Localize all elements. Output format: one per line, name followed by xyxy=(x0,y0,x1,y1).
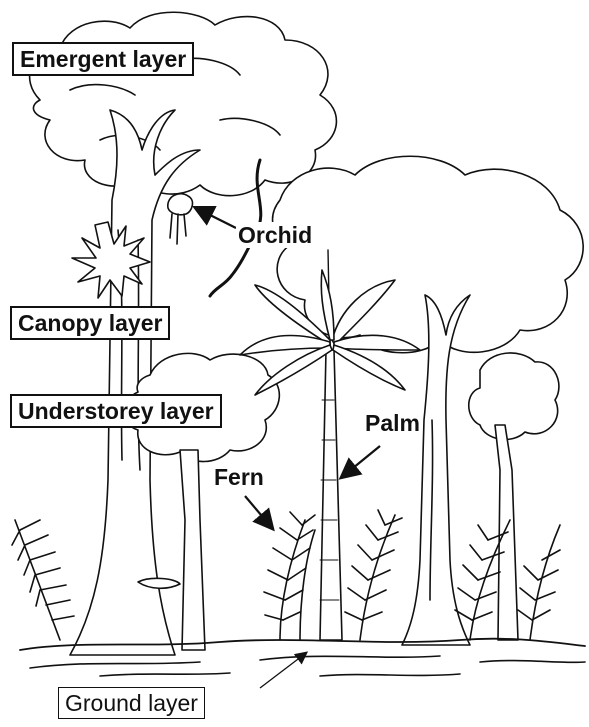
understorey-tree-trunk xyxy=(180,450,205,650)
palm-trunk xyxy=(320,350,342,640)
emergent-tree-crown xyxy=(30,12,337,195)
canopy-layer-label: Canopy layer xyxy=(10,306,170,340)
fern-middle xyxy=(264,512,315,640)
orchid-label: Orchid xyxy=(236,222,314,248)
emergent-layer-label: Emergent layer xyxy=(12,42,194,76)
fern-arrow xyxy=(245,496,272,528)
orchid-arrow xyxy=(196,208,236,228)
orchid-plant xyxy=(168,194,193,215)
fern-label: Fern xyxy=(212,464,266,490)
understorey-layer-label: Understorey layer xyxy=(10,394,222,428)
palm-label: Palm xyxy=(363,410,422,436)
ground-layer-label: Ground layer xyxy=(58,687,205,719)
fern-left xyxy=(12,520,74,640)
palm-arrow xyxy=(342,446,380,477)
